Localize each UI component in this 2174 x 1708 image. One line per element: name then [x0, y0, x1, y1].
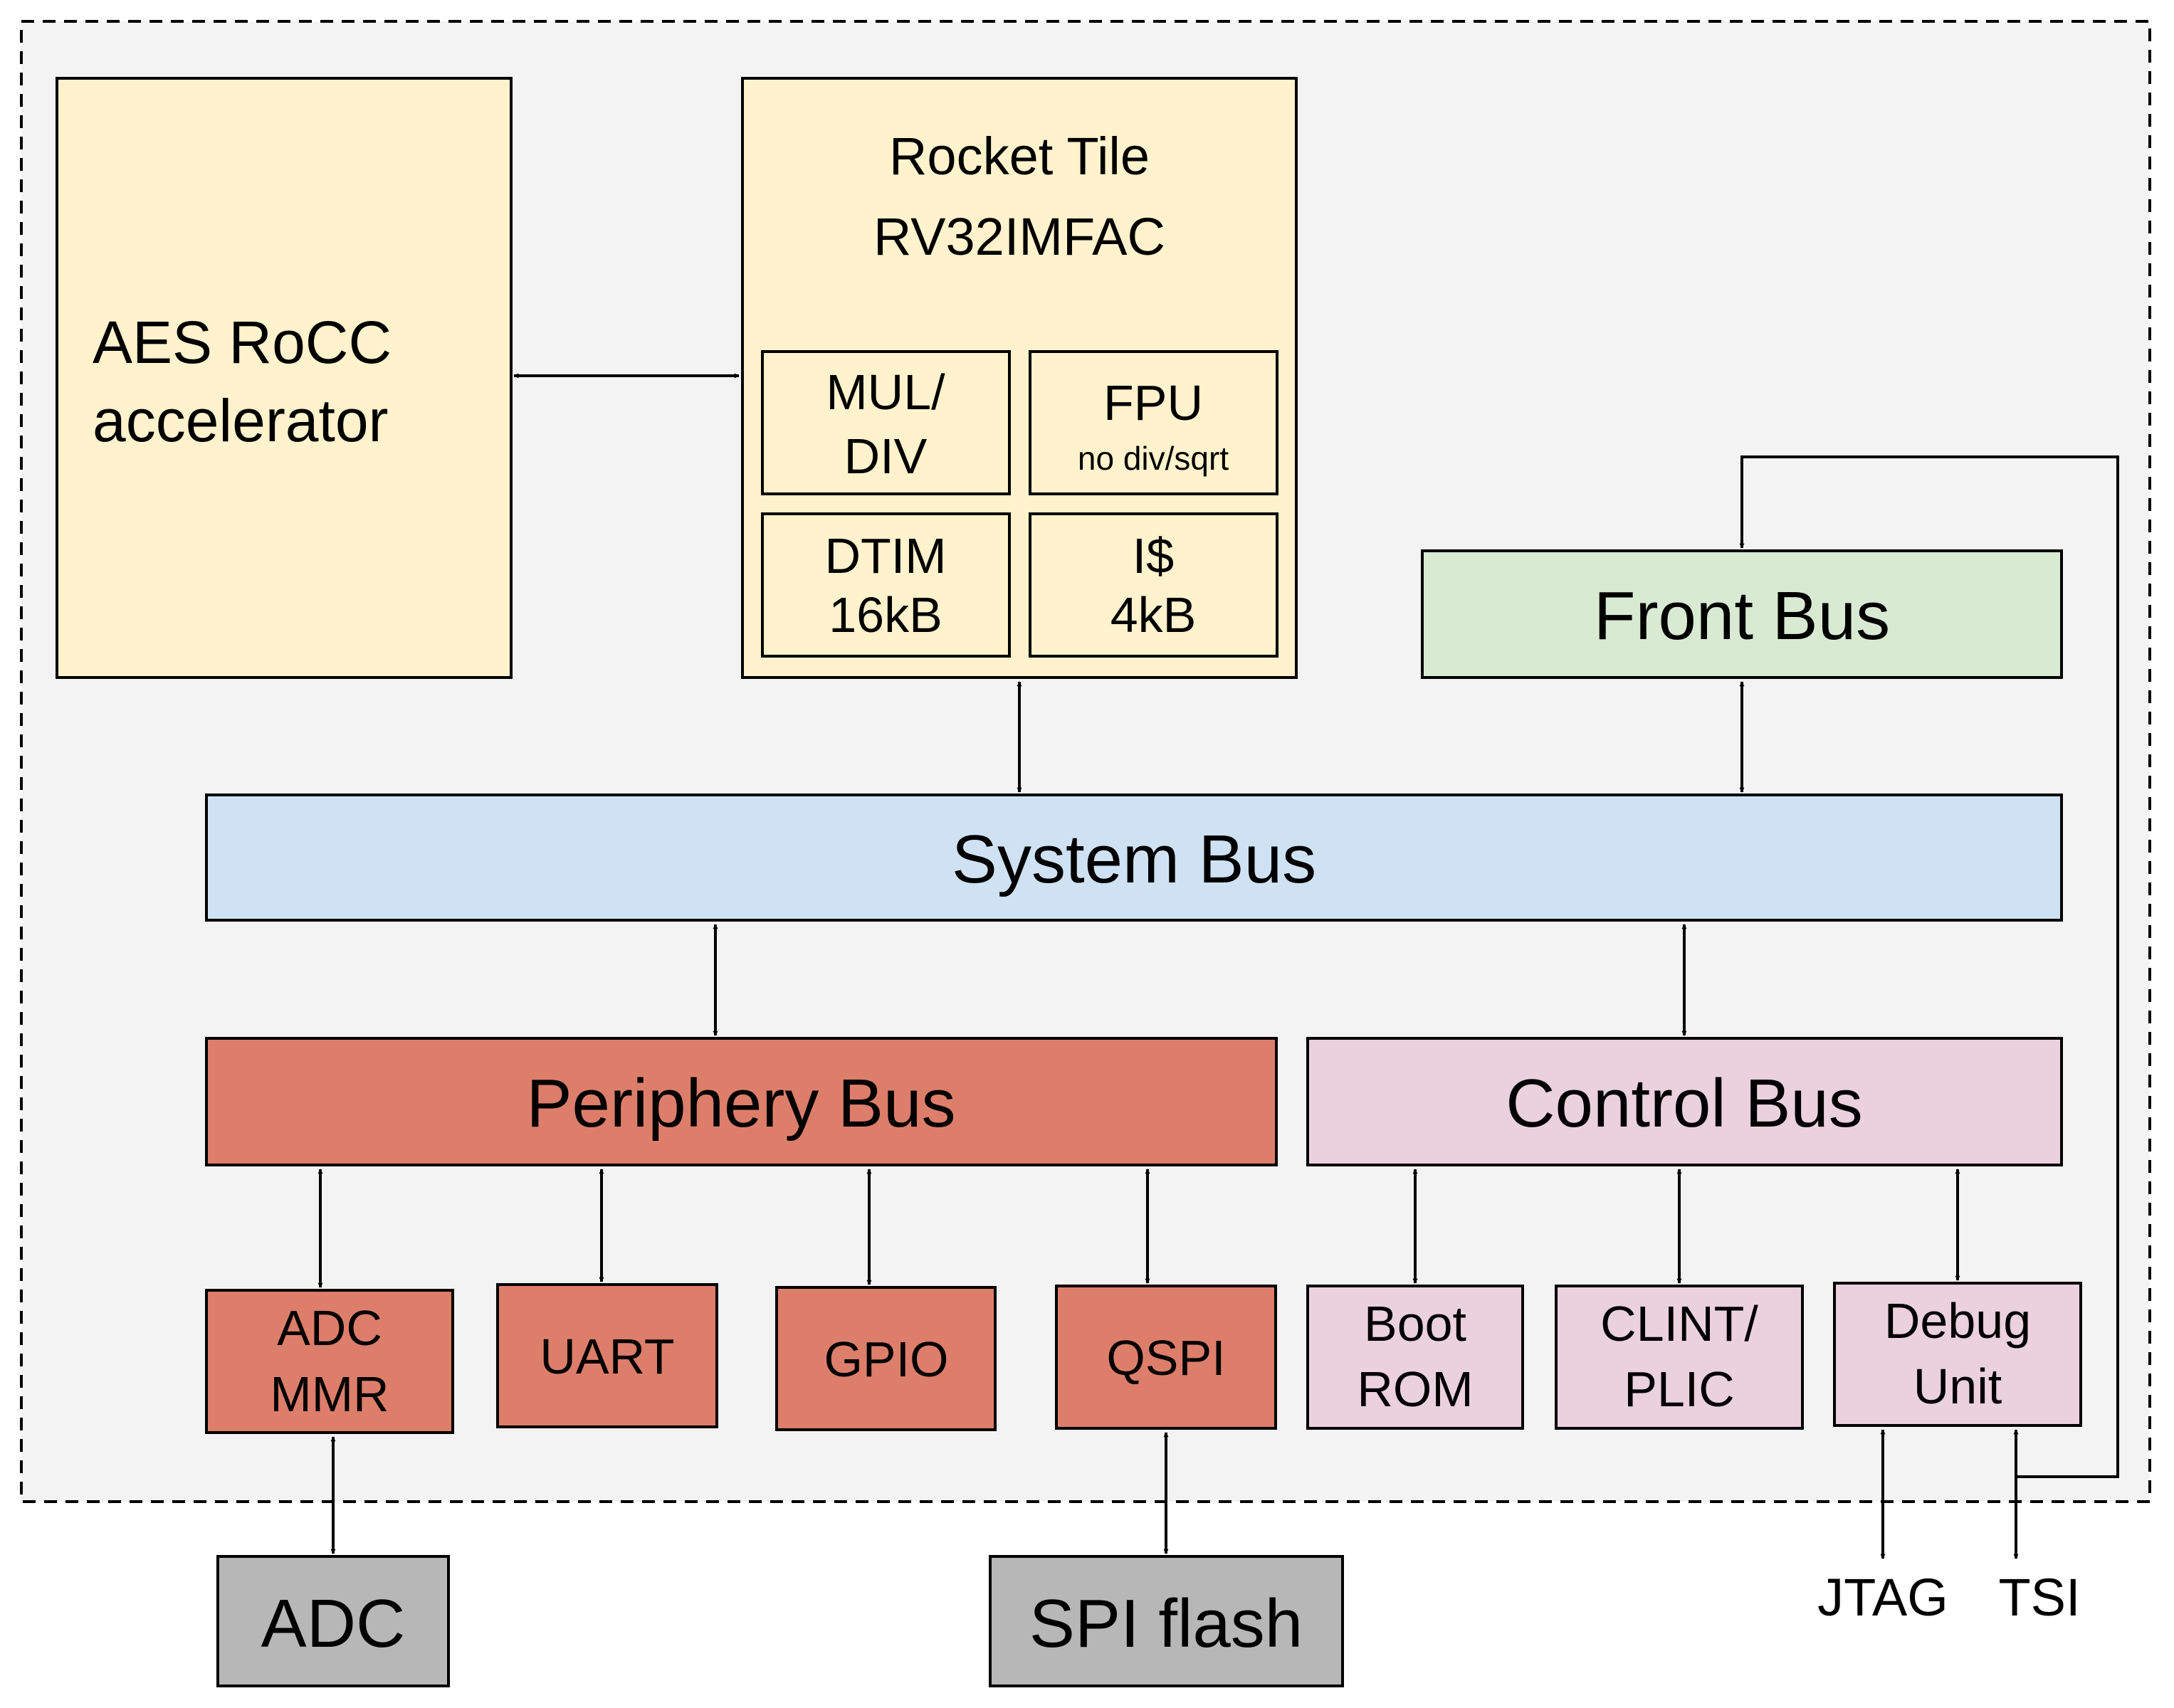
rocket-tile-block: Rocket Tile RV32IMFAC MUL/ DIV FPU no di…: [741, 77, 1298, 679]
adc-mmr-label-line2: MMR: [270, 1366, 389, 1422]
periphery-bus-label: Periphery Bus: [527, 1065, 956, 1142]
boot-rom-box: [1306, 1285, 1524, 1430]
adc-mmr-box: [205, 1289, 454, 1434]
boot-rom-label-line1: Boot: [1364, 1296, 1466, 1351]
muldiv-label-line2: DIV: [844, 428, 928, 484]
periphery-bus-box: [205, 1037, 1278, 1166]
icache-label-line2: 4kB: [1110, 587, 1197, 643]
aes-rocc-accelerator-box: [56, 77, 513, 679]
dtim-label-line1: DTIM: [824, 528, 946, 584]
front-bus-label: Front Bus: [1594, 578, 1890, 654]
rocket-tile-isa: RV32IMFAC: [873, 207, 1165, 266]
fpu-box: [1029, 350, 1278, 495]
system-bus-box: [205, 794, 2063, 922]
qspi-box: [1055, 1285, 1277, 1430]
rocket-tile-title: Rocket Tile: [889, 127, 1150, 186]
spi-flash-label: SPI flash: [1029, 1586, 1303, 1662]
spi-flash-box: [989, 1555, 1344, 1687]
clint-plic-box: [1555, 1285, 1804, 1430]
gpio-label: GPIO: [824, 1332, 948, 1387]
fpu-label: FPU: [1103, 375, 1203, 431]
debug-unit-label-line2: Unit: [1913, 1359, 2002, 1414]
uart-box: [496, 1283, 718, 1428]
aes-rocc-accelerator-block: AES RoCC accelerator: [56, 77, 513, 679]
dtim-label-line2: 16kB: [829, 587, 942, 643]
aes-rocc-label-line2: accelerator: [93, 387, 389, 454]
fpu-sublabel: no div/sqrt: [1078, 440, 1229, 477]
boot-rom-label-line2: ROM: [1357, 1361, 1473, 1417]
gpio-box: [775, 1286, 997, 1431]
front-bus-box: [1421, 549, 2063, 679]
icache-box: [1029, 512, 1278, 658]
external-adc-label: ADC: [261, 1586, 406, 1662]
clint-plic-label-line1: CLINT/: [1600, 1296, 1758, 1351]
tsi-label: TSI: [1998, 1568, 2080, 1627]
system-bus-label: System Bus: [952, 821, 1316, 897]
debug-unit-label-line1: Debug: [1884, 1293, 2031, 1349]
qspi-label: QSPI: [1106, 1330, 1225, 1386]
aes-rocc-label-line1: AES RoCC: [93, 309, 392, 376]
debug-unit-box: [1833, 1282, 2082, 1427]
muldiv-label-line1: MUL/: [826, 364, 945, 420]
external-adc-box: [216, 1555, 450, 1687]
muldiv-box: [761, 350, 1011, 495]
jtag-label: JTAG: [1817, 1568, 1948, 1627]
dtim-box: [761, 512, 1011, 658]
clint-plic-label-line2: PLIC: [1624, 1361, 1735, 1417]
control-bus-box: [1306, 1037, 2063, 1166]
link-tsi-front-bus: [1739, 455, 2119, 1478]
adc-mmr-label-line1: ADC: [277, 1300, 382, 1356]
uart-label: UART: [540, 1329, 674, 1384]
icache-label-line1: I$: [1133, 528, 1174, 584]
control-bus-label: Control Bus: [1506, 1065, 1863, 1142]
